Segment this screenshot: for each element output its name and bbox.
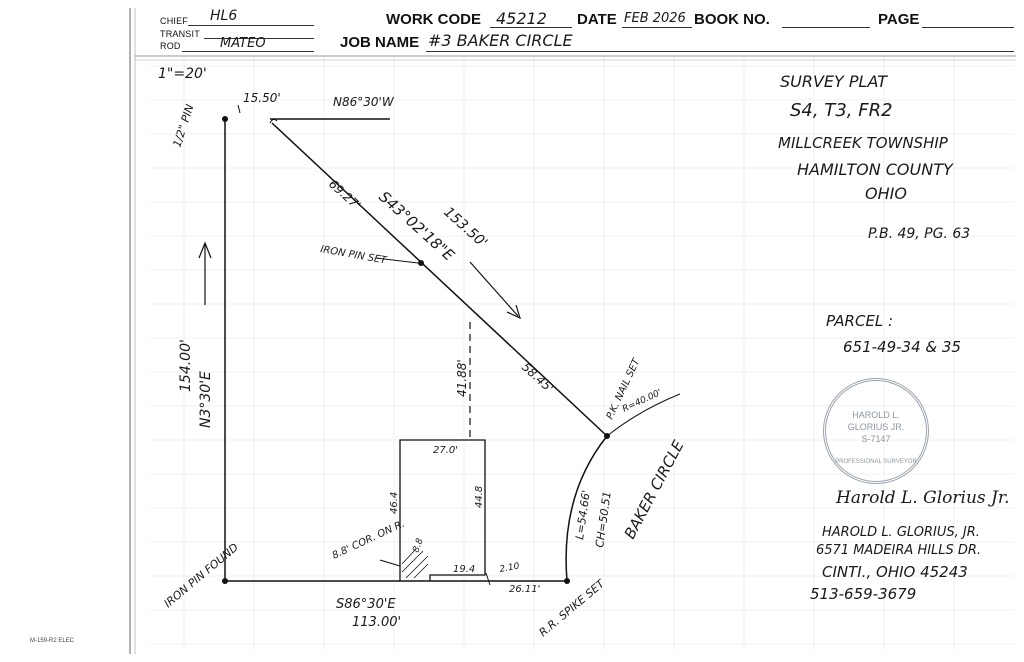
cor-leader xyxy=(379,559,401,567)
job-name-value: #3 BAKER CIRCLE xyxy=(428,31,573,50)
seal-text: HAROLD L. GLORIUS JR. S-7147 xyxy=(844,409,908,445)
book-underline xyxy=(782,27,870,28)
boundary xyxy=(224,118,681,582)
hatch-line xyxy=(401,550,424,573)
rod-label: ROD xyxy=(160,41,181,51)
title-line-1: SURVEY PLAT xyxy=(780,72,888,91)
grid xyxy=(150,56,1014,650)
bearing-south: S86°30'E xyxy=(336,597,396,612)
transit-underline xyxy=(204,38,314,39)
date-underline xyxy=(622,27,692,28)
date-label: DATE xyxy=(577,11,617,28)
title-line-4: HAMILTON COUNTY xyxy=(797,160,953,179)
surveyor-line-3: CINTI., OHIO 45243 xyxy=(822,563,968,581)
surveyor-line-1: HAROLD L. GLORIUS, JR. xyxy=(822,525,980,540)
surveyor-seal: HAROLD L. GLORIUS JR. S-7147 PROFESSIONA… xyxy=(823,378,929,484)
scale-label: 1"=20' xyxy=(158,66,207,82)
diagonal-line xyxy=(271,122,608,437)
house-88: 8.8 xyxy=(411,537,425,554)
north-arrow-head xyxy=(198,241,212,259)
seal-line-2: GLORIUS JR. xyxy=(847,422,905,432)
seal-line-3: S-7147 xyxy=(861,434,891,444)
hatch-line xyxy=(413,563,429,579)
title-line-5: OHIO xyxy=(865,184,907,203)
dim-1550: 15.50' xyxy=(243,91,281,105)
pin-topleft-label: 1/2" PIN xyxy=(170,103,196,149)
dim-6927: 69.27' xyxy=(326,177,363,213)
chief-label: CHIEF xyxy=(160,16,188,26)
page-underline xyxy=(922,27,1014,28)
tick xyxy=(237,104,241,114)
rod-value: MATEO xyxy=(220,36,266,51)
chief-underline xyxy=(188,25,314,26)
pin-topleft xyxy=(222,116,228,122)
iron-pin-found-label: IRON PIN FOUND xyxy=(162,541,241,610)
book-label: BOOK NO. xyxy=(694,11,770,28)
bearing-diag: S43°02'18"E xyxy=(375,188,458,265)
transit-label: TRANSIT xyxy=(160,29,200,39)
form-code: M-159-R2 ELEC xyxy=(30,638,75,644)
dim-4188: 41.88' xyxy=(455,359,469,397)
plat-book-ref: P.B. 49, PG. 63 xyxy=(868,226,971,242)
dim-5845: 58.45' xyxy=(519,360,556,396)
seal-ring-text: PROFESSIONAL SURVEYOR xyxy=(835,459,917,465)
bearing-arrow-head xyxy=(506,304,521,320)
bearing-west: N3°30'E xyxy=(198,371,214,428)
bearing-arrow xyxy=(469,261,519,317)
job-name-label: JOB NAME xyxy=(340,34,420,51)
iron-pin-leader xyxy=(375,257,419,264)
pin-iron-set xyxy=(418,260,424,266)
house-polyline xyxy=(399,439,486,581)
surveyor-signature: Harold L. Glorius Jr. xyxy=(836,488,1010,508)
iron-pin-set-label: IRON PIN SET xyxy=(319,244,388,267)
work-code-label: WORK CODE xyxy=(386,11,481,28)
pin-bottomleft xyxy=(222,578,228,584)
arc-extension xyxy=(606,393,681,437)
hatch-line xyxy=(405,555,429,579)
date-value: FEB 2026 xyxy=(624,11,686,26)
job-name-underline xyxy=(426,51,1014,52)
pin-spike xyxy=(564,578,570,584)
street-label: BAKER CIRCLE xyxy=(621,437,688,542)
hatch-line xyxy=(401,549,416,565)
rod-underline xyxy=(182,51,314,52)
dim-11300: 113.00' xyxy=(352,615,401,630)
page-label: PAGE xyxy=(878,11,920,28)
surveyor-line-4: 513-659-3679 xyxy=(810,585,917,603)
house-464: 46.4 xyxy=(389,492,400,514)
cor-label: 8.8' COR. ON R. xyxy=(331,519,407,562)
parcel-label: PARCEL : xyxy=(826,312,894,330)
house-448: 44.8 xyxy=(474,486,485,508)
chief-value: HL6 xyxy=(210,8,238,24)
title-line-3: MILLCREEK TOWNSHIP xyxy=(778,134,948,152)
house-271: 27.0' xyxy=(433,445,458,456)
arc-length: L=54.66' xyxy=(573,489,593,540)
pin-pk-nail xyxy=(604,433,610,439)
title-line-2: S4, T3, FR2 xyxy=(790,100,893,121)
dim-2611: 26.11' xyxy=(509,584,540,595)
rr-spike-label: R.R. SPIKE SET xyxy=(537,576,608,639)
work-code-value: 45212 xyxy=(496,9,547,28)
house-hatch xyxy=(401,549,429,579)
pin-top-north xyxy=(269,118,278,124)
seal-line-1: HAROLD L. xyxy=(852,410,900,420)
house-outline xyxy=(399,439,486,581)
tick xyxy=(485,572,491,586)
work-code-underline xyxy=(490,27,572,28)
parcel-value: 651-49-34 & 35 xyxy=(843,338,961,356)
dim-west: 154.00' xyxy=(178,339,194,392)
bearing-top: N86°30'W xyxy=(333,95,395,109)
surveyor-line-2: 6571 MADEIRA HILLS DR. xyxy=(816,543,982,558)
house-194: 19.4 xyxy=(453,564,475,575)
chord: CH=50.51 xyxy=(593,490,614,548)
arc-line xyxy=(565,435,608,582)
dim-21: 2.10 xyxy=(499,562,521,575)
